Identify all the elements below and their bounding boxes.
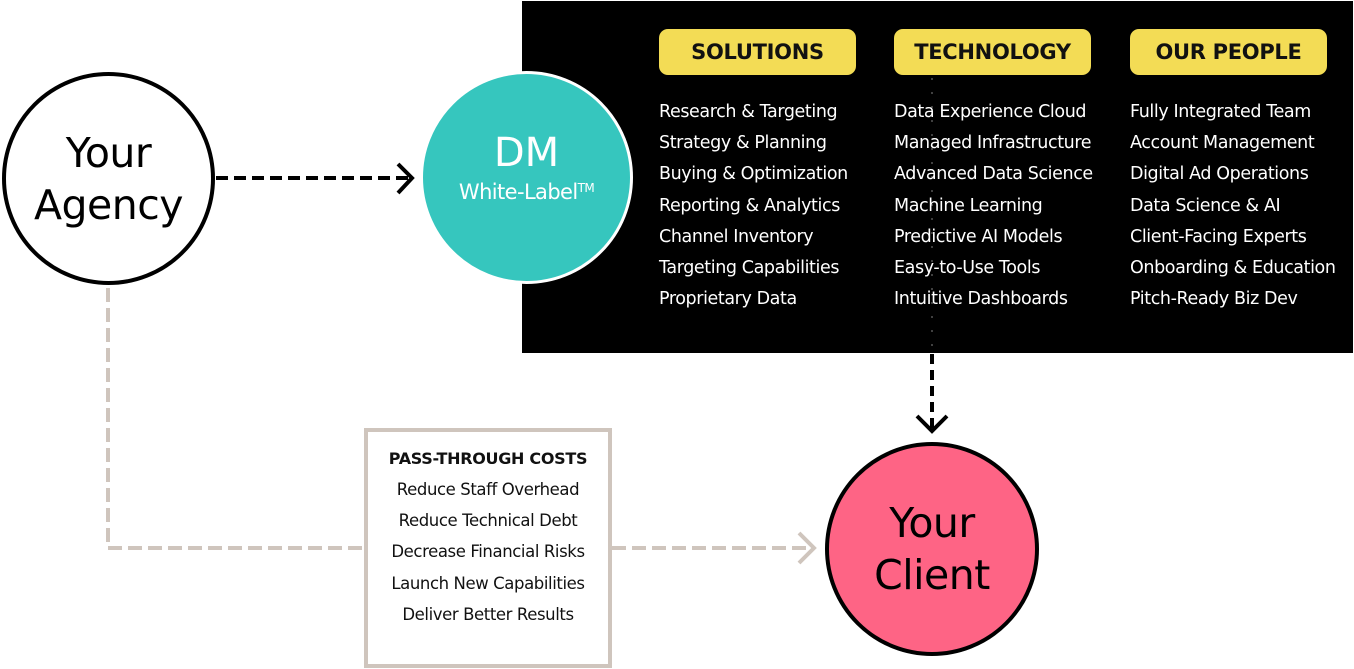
agency-label-line1: Your [65, 128, 152, 177]
list-item: Channel Inventory [659, 226, 814, 247]
list-item: Intuitive Dashboards [894, 289, 1068, 310]
technology-header: TECHNOLOGY [894, 29, 1091, 75]
trademark-mark: TM [577, 180, 595, 195]
list-item: Reporting & Analytics [659, 195, 840, 216]
list-item: Pitch-Ready Biz Dev [1130, 289, 1298, 310]
list-item: Strategy & Planning [659, 133, 827, 154]
cost-item: Deliver Better Results [402, 604, 574, 624]
list-item: Advanced Data Science [894, 164, 1093, 185]
pass-through-costs-title: PASS-THROUGH COSTS [388, 449, 588, 468]
list-item: Buying & Optimization [659, 164, 848, 185]
agency-to-dm-arrowhead-icon [396, 162, 415, 195]
solutions-header: SOLUTIONS [659, 29, 856, 75]
list-item: Proprietary Data [659, 289, 797, 310]
client-label-line1: Your [889, 499, 975, 547]
our-people-header: OUR PEOPLE [1130, 29, 1327, 75]
list-item: Client-Facing Experts [1130, 226, 1307, 247]
dm-subtitle: White-LabelTM [458, 175, 595, 205]
technology-column: TECHNOLOGY Data Experience Cloud Managed… [894, 29, 1114, 315]
your-agency-node: Your Agency [2, 72, 215, 285]
list-item: Targeting Capabilities [659, 258, 840, 279]
our-people-column: OUR PEOPLE Fully Integrated Team Account… [1130, 29, 1350, 315]
dm-title: DM [493, 129, 560, 176]
technology-to-client-arrowhead-icon [915, 414, 949, 434]
agency-to-costs-connector [106, 288, 364, 550]
list-item: Research & Targeting [659, 102, 838, 122]
list-item: Onboarding & Education [1130, 258, 1336, 279]
dm-white-label-node: DM White-LabelTM [420, 71, 633, 284]
list-item: Data Experience Cloud [894, 102, 1087, 122]
list-item: Digital Ad Operations [1130, 164, 1309, 185]
list-item: Predictive AI Models [894, 226, 1063, 247]
list-item: Data Science & AI [1130, 195, 1281, 216]
dm-subtitle-text: White-Label [458, 179, 578, 204]
client-label-line2: Client [874, 551, 990, 599]
costs-to-client-arrowhead-icon [797, 531, 817, 565]
list-item: Easy-to-Use Tools [894, 258, 1041, 279]
pass-through-costs-box: PASS-THROUGH COSTS Reduce Staff Overhead… [364, 428, 612, 668]
list-item: Account Management [1130, 133, 1315, 154]
cost-item: Decrease Financial Risks [391, 542, 585, 562]
solutions-column: SOLUTIONS Research & Targeting Strategy … [659, 29, 879, 315]
list-item: Fully Integrated Team [1130, 102, 1311, 122]
list-item: Machine Learning [894, 195, 1043, 216]
list-item: Managed Infrastructure [894, 133, 1092, 154]
cost-item: Reduce Technical Debt [398, 511, 578, 531]
cost-item: Launch New Capabilities [391, 573, 585, 593]
agency-label-line2: Agency [33, 180, 184, 229]
your-client-node: Your Client [825, 442, 1039, 656]
cost-item: Reduce Staff Overhead [396, 480, 580, 499]
